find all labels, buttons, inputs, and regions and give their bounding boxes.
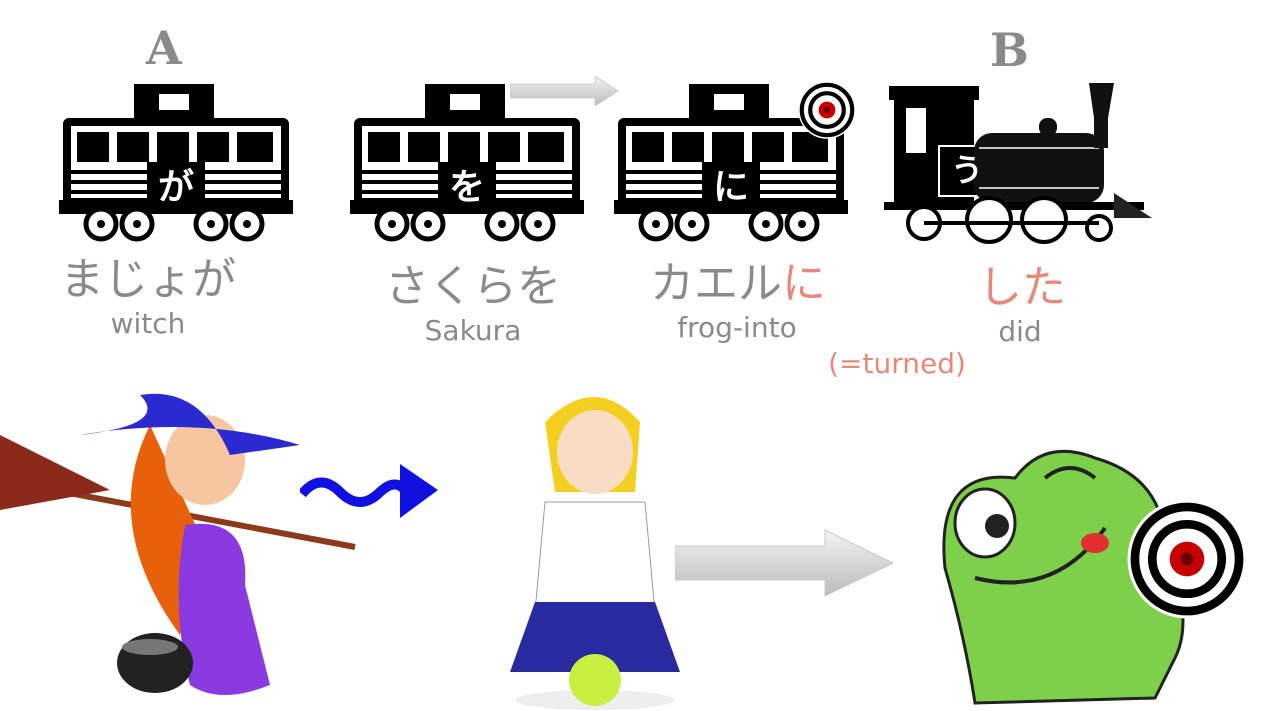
note-turned: (=turned) (828, 347, 966, 380)
gloss-witch: witch (110, 307, 186, 340)
train-car-icon (59, 82, 293, 244)
locomotive: う (884, 78, 1154, 244)
word-main: さくら (385, 261, 517, 312)
word-majo-ga: まじょが (60, 256, 236, 304)
particle-wo: を (448, 167, 485, 208)
label-a: A (146, 21, 182, 75)
target-icon (1125, 497, 1249, 621)
sakura-girl-illustration (510, 397, 680, 710)
target-icon (797, 80, 857, 140)
locomotive-icon (884, 83, 1152, 244)
gloss-did: did (998, 315, 1042, 348)
gloss-frog-into: frog-into (677, 311, 797, 344)
gloss-sakura: Sakura (424, 314, 522, 347)
particle-ga: が (157, 167, 194, 208)
train-car-wo: を (350, 82, 584, 244)
word-kaeru-ni: カエルに (650, 260, 826, 308)
wavy-arrow-icon (300, 464, 438, 518)
word-shita: した (978, 262, 1066, 313)
frog-illustration (942, 449, 1185, 705)
big-arrow-icon (675, 529, 895, 597)
word-sakura-wo: さくらを (385, 263, 561, 311)
particle-u: う (950, 151, 983, 189)
word-main: カエル (650, 258, 782, 309)
train-car-ni: に (614, 82, 848, 244)
label-b: B (990, 23, 1029, 77)
train-car-ga: が (59, 82, 293, 244)
small-arrow-icon (510, 76, 619, 106)
word-particle: を (517, 261, 561, 312)
particle-ni: に (712, 167, 749, 208)
witch-illustration (0, 393, 356, 695)
word-particle: が (192, 254, 236, 305)
word-main: まじょ (60, 254, 192, 305)
word-particle: に (782, 258, 826, 309)
train-car-icon (350, 82, 584, 244)
